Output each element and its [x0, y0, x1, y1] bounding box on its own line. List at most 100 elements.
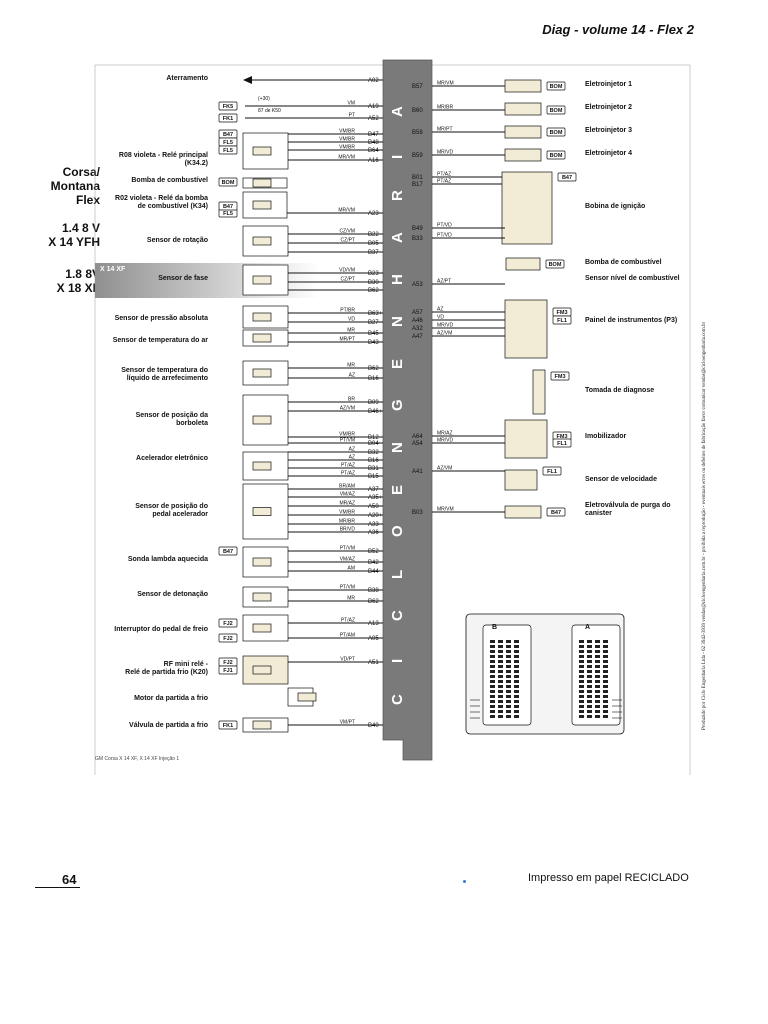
- engine-label: 1.8 8V: [65, 267, 100, 281]
- wire-color-label: AZ: [349, 373, 355, 379]
- component-label: Aterramento: [166, 75, 208, 82]
- connector-pin: [603, 640, 608, 643]
- ecu-pin-label: A02: [368, 78, 379, 84]
- component-body: [504, 148, 542, 162]
- connector-pin: [514, 655, 519, 658]
- connector-pin: [506, 710, 511, 713]
- ecu-module: [382, 59, 433, 761]
- ecu-pin-label: B47: [368, 132, 379, 138]
- component-label: Imobilizador: [585, 433, 627, 440]
- ecu-pin-label: B37: [368, 250, 379, 256]
- ecu-watermark-letter: H: [389, 274, 406, 285]
- connector-pin: [595, 650, 600, 653]
- connector-pin: [603, 655, 608, 658]
- ecu-watermark-letter: G: [389, 399, 406, 411]
- left-component: R08 violeta - Relé principal(K34.2)VM/BR…: [119, 129, 383, 170]
- ecu-pin-label: B58: [412, 130, 423, 136]
- component-symbol: [252, 146, 272, 156]
- wire-color-label: AM: [348, 566, 356, 572]
- connector-pin: [490, 710, 495, 713]
- ecu-pin-label: A23: [368, 211, 379, 217]
- connector-pin: [579, 680, 584, 683]
- fuse-tag: [218, 546, 238, 556]
- component-label: borboleta: [176, 420, 208, 427]
- ecu-pin-label: B40: [368, 723, 379, 729]
- connector-pin: [579, 695, 584, 698]
- connector-pin: [514, 670, 519, 673]
- page-number: 64: [62, 872, 77, 887]
- fuse-tag-label: BOM: [550, 130, 563, 136]
- vertical-copyright-note: Produzido por Ciclo Engenharia Ltda - 62…: [702, 321, 707, 730]
- connector-pin: [603, 680, 608, 683]
- component-label: Acelerador eletrônico: [136, 455, 208, 462]
- wire-color-label: PT: [349, 113, 355, 119]
- ground-arrow-icon: [243, 76, 252, 84]
- connector-pin: [587, 700, 592, 703]
- connector-pin: [490, 640, 495, 643]
- connector-pin: [595, 715, 600, 718]
- fuse-tag: [545, 259, 565, 269]
- wire-color-label: MR: [347, 328, 355, 334]
- ecu-pin-label: A33-: [368, 522, 381, 528]
- connector-pin: [587, 655, 592, 658]
- component-label: Válvula de partida a frio: [129, 722, 208, 729]
- connector-pin: [595, 670, 600, 673]
- ecu-pin-label: A64: [412, 434, 423, 440]
- wire-color-label: BR: [348, 397, 355, 403]
- component-label: Sensor de fase: [158, 275, 208, 282]
- fuse-tag: [546, 105, 566, 115]
- ecu-watermark-letter: N: [389, 442, 406, 453]
- connector-pin: [498, 680, 503, 683]
- ecu-pin-label: B32: [368, 450, 379, 456]
- component-symbol: [252, 665, 272, 675]
- connector-pin: [506, 700, 511, 703]
- ecu-pin-label: B15: [368, 474, 379, 480]
- ecu-pin-label: A53: [412, 282, 423, 288]
- wire-color-label: MR/VD: [437, 150, 454, 156]
- component-body: [504, 79, 542, 93]
- connector-pin: [603, 705, 608, 708]
- ecu-pin-label: B12: [368, 435, 379, 441]
- connector-pin: [595, 695, 600, 698]
- fuse-tag-label: FJ2: [223, 621, 232, 627]
- connector-pin: [587, 670, 592, 673]
- fuse-tag-label: FL1: [557, 441, 567, 447]
- component-symbol: [252, 236, 272, 246]
- component-label: Eletroinjetor 3: [585, 127, 632, 134]
- wire-color-label: CZ/VM: [339, 229, 355, 235]
- fuse-tag: [546, 150, 566, 160]
- ecu-pin-label: B49: [412, 226, 423, 232]
- ecu-pin-label: B03: [412, 510, 423, 516]
- connector-pin: [514, 685, 519, 688]
- connector-pin: [579, 660, 584, 663]
- ecu-pin-label: B17: [412, 182, 423, 188]
- fuse-tag-label: B47: [223, 132, 233, 138]
- footer-dot: [463, 880, 466, 883]
- right-component: Eletroinjetor 3 B58 MR/PT BOM: [412, 125, 632, 139]
- ecu-watermark-letter: C: [389, 610, 406, 621]
- connector-pin: [514, 695, 519, 698]
- component-label: Motor da partida a frio: [134, 695, 208, 702]
- fuse-tag: [218, 633, 238, 643]
- fuse-tag-label: BOM: [222, 180, 235, 186]
- connector-pin: [498, 670, 503, 673]
- component-symbol: [252, 507, 272, 516]
- connector-pin: [506, 645, 511, 648]
- wire-color-label: BR/VD: [340, 527, 356, 533]
- component-body: [501, 171, 553, 245]
- ecu-pin-label: B16: [368, 458, 379, 464]
- wire-color-label: MR/PT: [437, 127, 453, 133]
- fuse-tag: [218, 201, 238, 211]
- ecu-pin-label: B05: [368, 241, 379, 247]
- connector-pin: [579, 665, 584, 668]
- fuse-tag: [218, 618, 238, 628]
- fuse-tag: [546, 507, 566, 517]
- component-symbol: [252, 178, 272, 188]
- connector-pin: [603, 645, 608, 648]
- wire-color-label: MR/BR: [437, 105, 454, 111]
- fuse-tag: [218, 113, 238, 123]
